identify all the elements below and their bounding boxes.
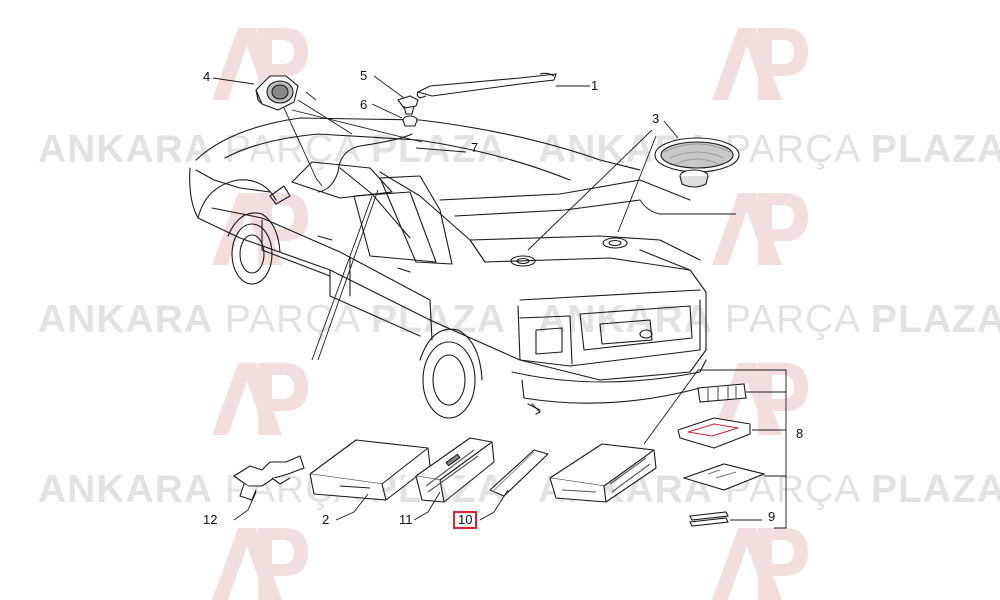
part-8-cassette-cover [697,383,747,403]
part-9-removal-keys [689,511,729,527]
watermark-row-4: ANKARA PARÇA PLAZA [538,298,1000,341]
callout-7[interactable]: 7 [471,140,479,155]
watermark-logo-8 [712,528,808,600]
part-8-storage-case [677,417,751,449]
car-body-drawing [189,117,707,419]
callout-3[interactable]: 3 [652,111,660,126]
callout-1[interactable]: 1 [591,78,599,93]
part-10-faceplate [489,449,549,497]
callout-4[interactable]: 4 [203,69,211,84]
callout-11[interactable]: 11 [399,512,413,527]
watermark-logo-2 [712,28,808,100]
part-8-manual-booklet [682,463,766,491]
part-11-radio-cassette [415,437,495,503]
watermark-logo-5 [212,363,308,435]
watermark-row-2: ANKARA PARÇA PLAZA [538,128,1000,171]
leader-lines [212,75,787,529]
part-5-clip [397,95,419,115]
watermark-logo-3 [212,193,308,265]
watermark-row-3: ANKARA PARÇA PLAZA [38,298,507,341]
part-12-wiring-connector [233,455,305,501]
callout-6[interactable]: 6 [360,97,368,112]
callout-10-selected[interactable]: 10 [453,511,478,529]
radio-unit-assembly [549,443,657,503]
watermark-logo-7 [212,528,308,600]
callout-9[interactable]: 9 [768,509,776,524]
part-6-grommet [402,115,418,127]
callout-5[interactable]: 5 [360,68,368,83]
watermark-logo-4 [712,193,808,265]
callout-8[interactable]: 8 [796,426,804,441]
part-1-antenna-mast [416,72,557,99]
part-2-radio-housing [309,439,431,501]
part-3-rear-speaker [654,137,740,188]
callout-12[interactable]: 12 [203,512,218,527]
callout-2[interactable]: 2 [322,512,330,527]
part-4-tweeter [255,75,299,111]
